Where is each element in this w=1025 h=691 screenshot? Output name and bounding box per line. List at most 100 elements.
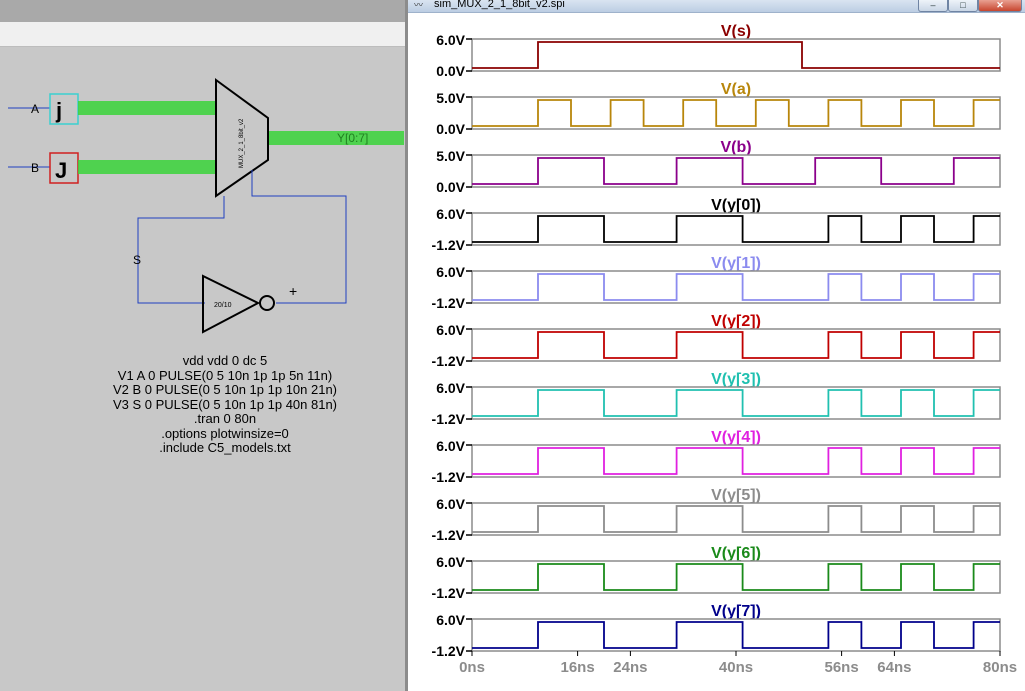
x-tick-label: 64ns bbox=[877, 659, 911, 676]
pane-title: V(y[3]) bbox=[711, 371, 761, 388]
pin-b-glyph-icon: J bbox=[55, 158, 67, 183]
pane-frame bbox=[471, 38, 1001, 72]
minimize-button[interactable]: – bbox=[918, 0, 948, 12]
x-tick-label: 80ns bbox=[983, 659, 1017, 676]
spice-directive-line: vdd vdd 0 dc 5 bbox=[182, 353, 268, 368]
trace-8[interactable] bbox=[472, 505, 1000, 533]
pane-frame bbox=[471, 444, 1001, 478]
spice-directive-line: V1 A 0 PULSE(0 5 10n 1p 1p 5n 11n) bbox=[117, 367, 333, 383]
y-tick-label: 6.0V bbox=[436, 206, 465, 222]
close-button[interactable]: ✕ bbox=[978, 0, 1022, 12]
wire-select[interactable] bbox=[137, 196, 225, 304]
x-tick-label: 24ns bbox=[613, 659, 647, 676]
trace-5[interactable] bbox=[472, 331, 1000, 359]
pin-a-box[interactable] bbox=[49, 93, 79, 125]
y-tick-label: 6.0V bbox=[436, 438, 465, 454]
y-tick-label: -1.2V bbox=[432, 585, 466, 601]
waveform-title: sim_MUX_2_1_8bit_v2.spi bbox=[434, 0, 565, 10]
pane-divider[interactable] bbox=[405, 0, 408, 691]
bus-y-out[interactable] bbox=[268, 131, 404, 145]
pane-frame bbox=[471, 328, 1001, 362]
y-tick-label: 6.0V bbox=[436, 612, 465, 628]
y-tick-label: -1.2V bbox=[432, 527, 466, 543]
pane-frame bbox=[471, 502, 1001, 536]
x-tick-label: 56ns bbox=[824, 659, 858, 676]
y-tick-label: -1.2V bbox=[432, 237, 466, 253]
y-tick-label: -1.2V bbox=[432, 295, 466, 311]
y-tick-label: 6.0V bbox=[436, 496, 465, 512]
pane-frame bbox=[471, 270, 1001, 304]
trace-7[interactable] bbox=[472, 447, 1000, 475]
trace-3[interactable] bbox=[472, 215, 1000, 243]
y-tick-label: -1.2V bbox=[432, 411, 466, 427]
trace-4[interactable] bbox=[472, 273, 1000, 301]
y-tick-label: 0.0V bbox=[436, 121, 465, 137]
output-bus-label: Y[0:7] bbox=[337, 131, 368, 145]
inverter-bubble bbox=[259, 295, 275, 311]
waveform-plot[interactable]: V(s) 6.0V 0.0V V(a) 5.0V 0.0V V(b) 5.0V 0.0V V(y[… bbox=[408, 12, 1025, 691]
spice-directive-line: .options plotwinsize=0 bbox=[161, 425, 289, 441]
bus-b[interactable] bbox=[78, 160, 216, 174]
pane-frame bbox=[471, 386, 1001, 420]
schematic-pane[interactable]: A j B J Y[0:7] MUX_2_1_8bit_v2 S 20/10 +… bbox=[0, 0, 406, 691]
waveform-window[interactable]: 〰 sim_MUX_2_1_8bit_v2.spi – □ ✕ V(s) 6.0V… bbox=[408, 0, 1025, 691]
pane-title: V(y[2]) bbox=[711, 313, 761, 330]
wire-select-bar[interactable] bbox=[251, 170, 347, 304]
pane-title: V(y[7]) bbox=[711, 603, 761, 620]
trace-6[interactable] bbox=[472, 389, 1000, 417]
schematic-canvas[interactable]: A j B J Y[0:7] MUX_2_1_8bit_v2 S 20/10 + bbox=[0, 0, 406, 691]
spice-directive-line: .tran 0 80n bbox=[193, 411, 257, 426]
spice-directive-line: V2 B 0 PULSE(0 5 10n 1p 1p 10n 21n) bbox=[112, 382, 338, 397]
bus-a[interactable] bbox=[78, 101, 216, 115]
input-a-label: A bbox=[31, 102, 39, 116]
select-net-label: S bbox=[133, 253, 141, 267]
mux-symbol[interactable] bbox=[215, 78, 269, 198]
y-tick-label: 6.0V bbox=[436, 322, 465, 338]
y-tick-label: 6.0V bbox=[436, 32, 465, 48]
y-tick-label: 5.0V bbox=[436, 90, 465, 106]
maximize-button[interactable]: □ bbox=[948, 0, 978, 12]
mux-name-label: MUX_2_1_8bit_v2 bbox=[239, 118, 245, 168]
plus-marker: + bbox=[289, 283, 297, 299]
trace-10[interactable] bbox=[472, 621, 1000, 649]
pane-title: V(b) bbox=[720, 139, 751, 156]
pane-frame bbox=[471, 212, 1001, 246]
pane-title: V(a) bbox=[721, 81, 751, 98]
pane-frame bbox=[471, 560, 1001, 594]
y-tick-label: 6.0V bbox=[436, 554, 465, 570]
trace-0[interactable] bbox=[472, 41, 1000, 69]
y-tick-label: 6.0V bbox=[436, 380, 465, 396]
spice-directive-line: V3 S 0 PULSE(0 5 10n 1p 1p 40n 81n) bbox=[112, 396, 338, 412]
pane-frame bbox=[471, 154, 1001, 188]
pane-frame bbox=[471, 96, 1001, 130]
y-tick-label: -1.2V bbox=[432, 469, 466, 485]
x-tick-label: 0ns bbox=[459, 659, 485, 676]
y-tick-label: 0.0V bbox=[436, 179, 465, 195]
x-tick-label: 16ns bbox=[560, 659, 594, 676]
inverter-size-label: 20/10 bbox=[214, 302, 232, 309]
y-tick-label: 5.0V bbox=[436, 148, 465, 164]
x-tick-label: 40ns bbox=[719, 659, 753, 676]
ltspice-app-icon: 〰 bbox=[414, 0, 424, 10]
y-tick-label: -1.2V bbox=[432, 353, 466, 369]
schematic-toolbar bbox=[0, 22, 406, 47]
pane-title: V(y[4]) bbox=[711, 429, 761, 446]
pane-title: V(y[0]) bbox=[711, 197, 761, 214]
pane-title: V(y[5]) bbox=[711, 487, 761, 504]
trace-9[interactable] bbox=[472, 563, 1000, 591]
waveform-titlebar[interactable]: 〰 sim_MUX_2_1_8bit_v2.spi – □ ✕ bbox=[408, 0, 1025, 13]
y-tick-label: 0.0V bbox=[436, 63, 465, 79]
pane-frame bbox=[471, 618, 1001, 652]
y-tick-label: 6.0V bbox=[436, 264, 465, 280]
trace-1[interactable] bbox=[472, 99, 1000, 127]
pane-title: V(y[1]) bbox=[711, 255, 761, 272]
inverter-symbol[interactable] bbox=[202, 274, 261, 334]
pane-title: V(s) bbox=[721, 23, 751, 40]
spice-directive-line: .include C5_models.txt bbox=[159, 440, 291, 455]
pin-a-glyph-icon: j bbox=[55, 98, 62, 123]
schematic-title-area bbox=[0, 0, 406, 22]
y-tick-label: -1.2V bbox=[432, 643, 466, 659]
trace-2[interactable] bbox=[472, 157, 1000, 185]
input-b-label: B bbox=[31, 161, 39, 175]
